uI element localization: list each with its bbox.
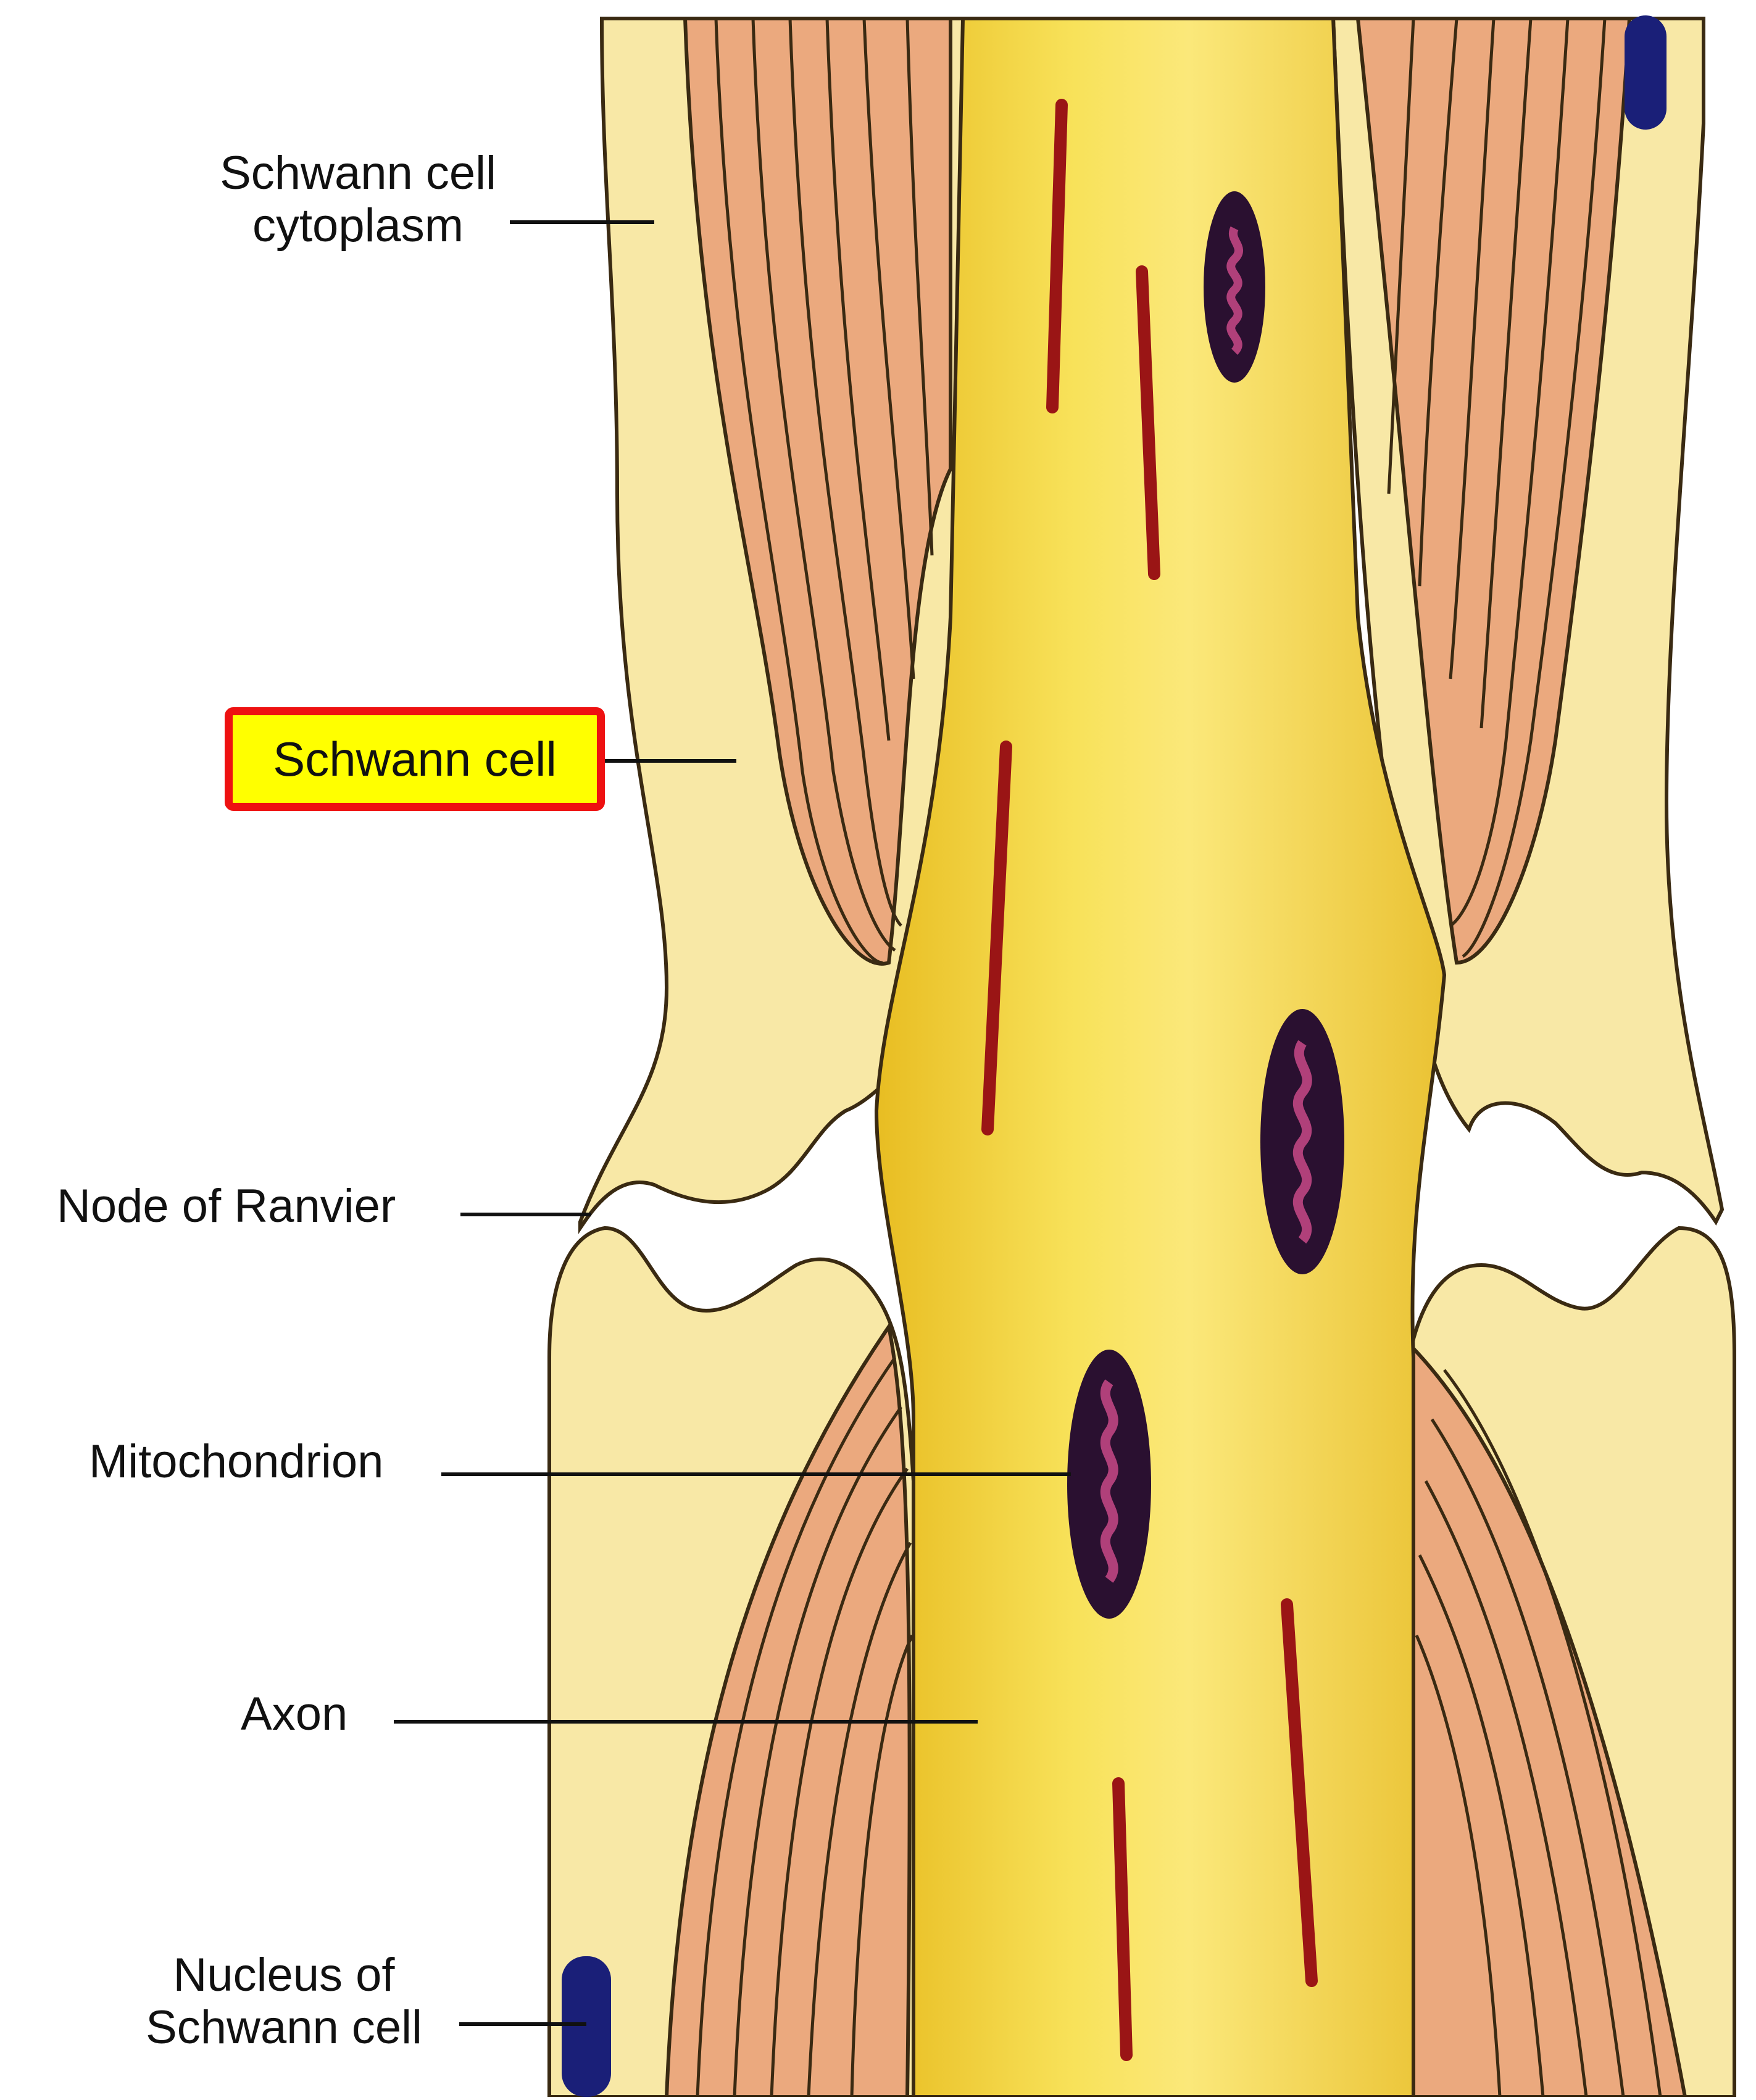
label-schwann-cell: Schwann cell — [233, 715, 597, 803]
highlighted-label-box: Schwann cell — [225, 707, 605, 811]
schwann-nucleus-top — [1625, 15, 1667, 130]
label-cytoplasm-line1: Schwann cell — [185, 147, 531, 199]
label-node-of-ranvier: Node of Ranvier — [57, 1180, 396, 1232]
label-schwann-cell-cytoplasm: Schwann cell cytoplasm — [185, 147, 531, 252]
label-cytoplasm-line2: cytoplasm — [185, 199, 531, 252]
label-axon: Axon — [241, 1688, 347, 1740]
label-nucleus-of-schwann-cell: Nucleus of Schwann cell — [105, 1949, 463, 2054]
label-mitochondrion: Mitochondrion — [89, 1435, 383, 1488]
schwann-nucleus-bottom — [562, 1956, 611, 2097]
label-nucleus-line2: Schwann cell — [105, 2001, 463, 2054]
label-nucleus-line1: Nucleus of — [105, 1949, 463, 2001]
